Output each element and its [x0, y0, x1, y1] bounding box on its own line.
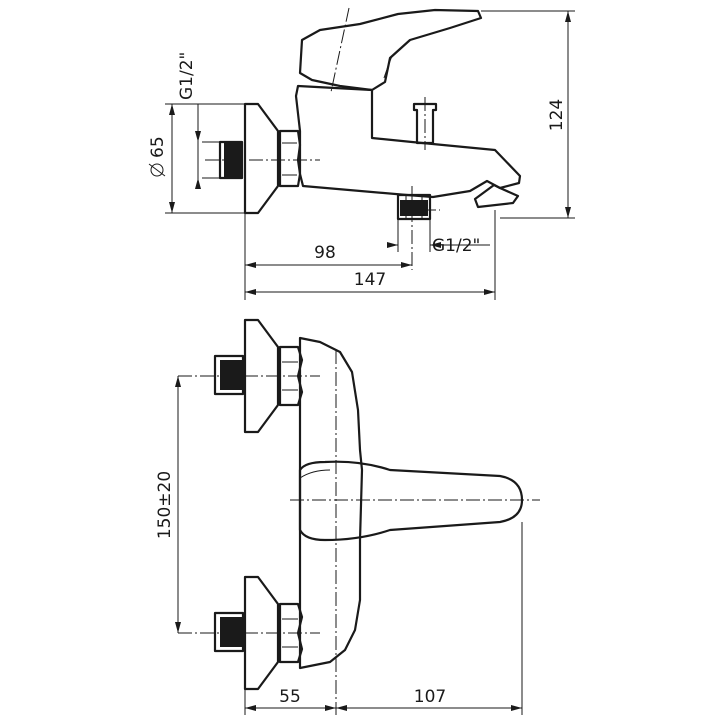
- inlet-thread-label: G1/2": [177, 52, 197, 100]
- spout-tip: [473, 183, 520, 209]
- lower-inlet-thread: [213, 611, 245, 653]
- svg-text:65: 65: [148, 136, 168, 158]
- lever-axis: [330, 7, 350, 93]
- hex-nut: [278, 129, 302, 188]
- outlet-thread-label: G1/2": [432, 236, 480, 256]
- mixer-body: [294, 84, 522, 199]
- front-mixer-body: [298, 336, 364, 670]
- overall-length-label: 147: [354, 270, 386, 290]
- front-view: 150±20 55 107: [155, 318, 540, 715]
- flange-diameter-label: 65: [148, 136, 168, 177]
- side-view: 124 65 G1/2" G1/2" 98 147: [148, 7, 575, 300]
- diverter-knob: [412, 102, 438, 145]
- lever-handle: [298, 8, 483, 92]
- lever-length-label: 107: [414, 687, 446, 707]
- outlet-thread: [396, 193, 432, 221]
- spout-offset-label: 98: [314, 243, 336, 263]
- upper-wall-flange: [243, 318, 280, 434]
- wall-to-axis-label: 55: [279, 687, 301, 707]
- height-label: 124: [547, 99, 567, 131]
- upper-inlet-thread: [213, 354, 245, 396]
- front-lever-handle: [298, 460, 524, 542]
- wall-flange: [243, 102, 280, 215]
- inlet-spacing-label: 150±20: [155, 471, 175, 539]
